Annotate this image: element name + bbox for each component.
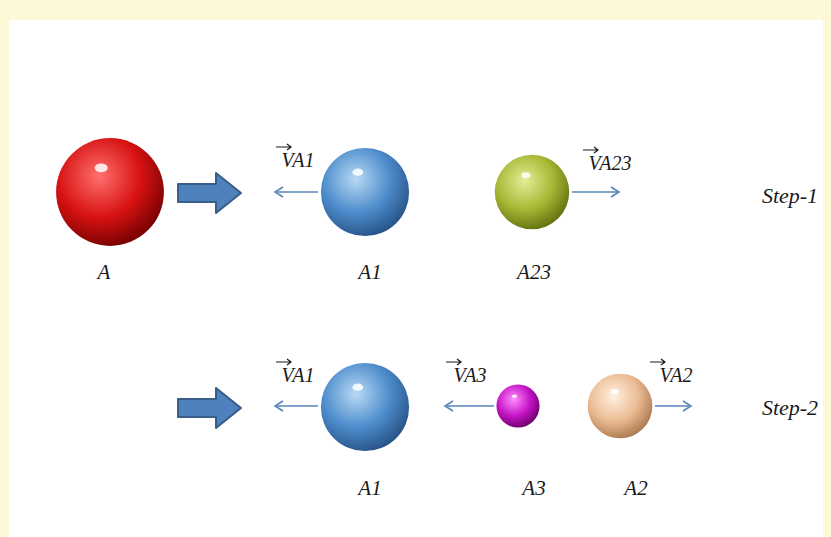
step-label: Step-1: [762, 183, 818, 209]
particle-label: A: [98, 260, 111, 285]
velocity-label: VA1: [282, 364, 315, 387]
arrow-head: [275, 401, 283, 411]
velocity-label: VA23: [589, 152, 632, 175]
arrow-head: [275, 187, 283, 197]
sphere-shape: [496, 384, 540, 428]
particle-label: A1: [358, 260, 381, 285]
velocity-arrow: [572, 191, 618, 193]
sphere-shape: [320, 147, 410, 237]
sphere: A23: [494, 154, 570, 230]
velocity-arrow: [276, 191, 318, 193]
velocity-label: VA2: [660, 364, 693, 387]
sphere: A3: [496, 384, 540, 428]
velocity-arrow: [655, 405, 690, 407]
particle-label: A2: [624, 476, 647, 501]
velocity-label: VA3: [454, 364, 487, 387]
arrow-head: [445, 401, 453, 411]
particle-label: A23: [517, 260, 551, 285]
sphere: A2: [587, 373, 653, 439]
arrow-head: [611, 187, 619, 197]
velocity-label: VA1: [282, 149, 315, 172]
sphere: A1: [320, 362, 410, 452]
velocity-arrow: [446, 405, 494, 407]
sphere-shape: [587, 373, 653, 439]
sphere-shape: [55, 137, 165, 247]
particle-label: A3: [522, 476, 545, 501]
sphere-shape: [320, 362, 410, 452]
arrow-head: [683, 401, 691, 411]
sphere: A1: [320, 147, 410, 237]
velocity-arrow: [276, 405, 318, 407]
sphere: A: [55, 137, 165, 247]
step-label: Step-2: [762, 395, 818, 421]
particle-label: A1: [358, 476, 381, 501]
block-arrow: [178, 173, 241, 213]
block-arrow: [178, 388, 241, 428]
sphere-shape: [494, 154, 570, 230]
background-panel: [9, 20, 823, 537]
